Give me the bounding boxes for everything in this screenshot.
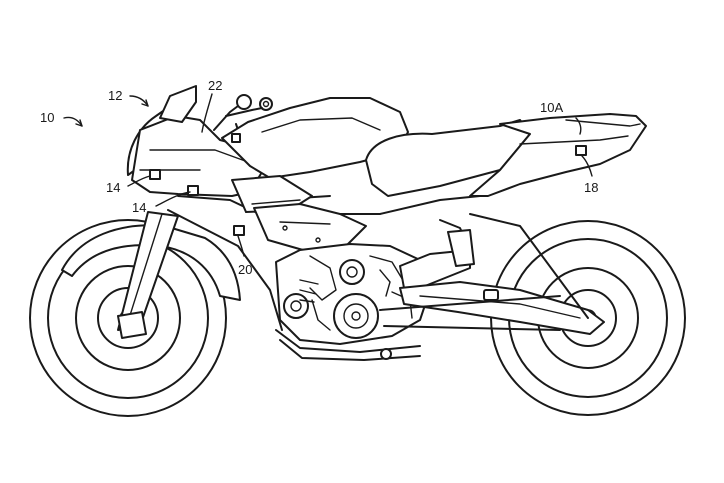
sensor-14-upper <box>149 169 161 180</box>
label-10a: 10A <box>540 100 563 115</box>
windscreen <box>159 85 197 123</box>
engine <box>275 243 431 345</box>
reference-labels: 10 12 22 10A 14 14 18 20 <box>40 78 598 277</box>
label-22: 22 <box>208 78 222 93</box>
leader-lines <box>63 93 593 257</box>
label-12: 12 <box>108 88 122 103</box>
tail-section <box>469 113 647 197</box>
sensor-22 <box>231 133 241 143</box>
label-18: 18 <box>584 180 598 195</box>
frame <box>167 175 481 331</box>
front-fender <box>61 224 241 301</box>
label-20: 20 <box>238 262 252 277</box>
exhaust-pipe <box>275 329 421 361</box>
drive-chain <box>379 295 561 331</box>
sensor-boxes <box>149 133 587 236</box>
label-10: 10 <box>40 110 54 125</box>
seat <box>365 119 531 197</box>
sensor-14-lower <box>187 185 199 196</box>
label-14-upper: 14 <box>106 180 120 195</box>
swingarm <box>399 213 605 335</box>
front-fork <box>117 211 179 339</box>
label-14-lower: 14 <box>132 200 146 215</box>
sensor-20 <box>233 225 245 236</box>
sensor-18 <box>575 145 587 156</box>
